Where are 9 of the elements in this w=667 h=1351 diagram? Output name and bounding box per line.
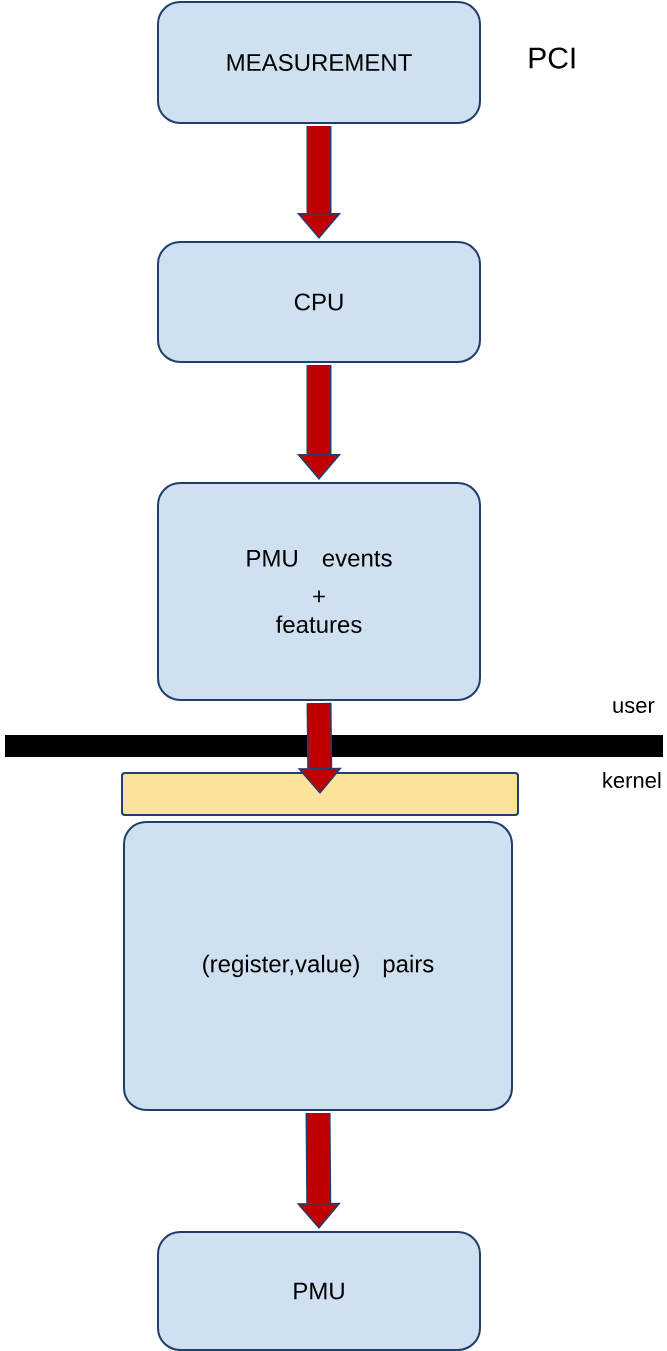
process-box: (register,value) pairs <box>123 821 513 1111</box>
layer-label: user <box>613 701 655 714</box>
title-text: PCI <box>529 47 575 69</box>
process-box: CPU <box>157 241 481 363</box>
process-box: MEASUREMENT <box>157 1 481 124</box>
process-box: PMU <box>157 1231 481 1351</box>
layer-label: kernel <box>603 771 661 789</box>
divider-bar <box>121 772 519 816</box>
process-box: PMU events + features <box>157 482 481 701</box>
